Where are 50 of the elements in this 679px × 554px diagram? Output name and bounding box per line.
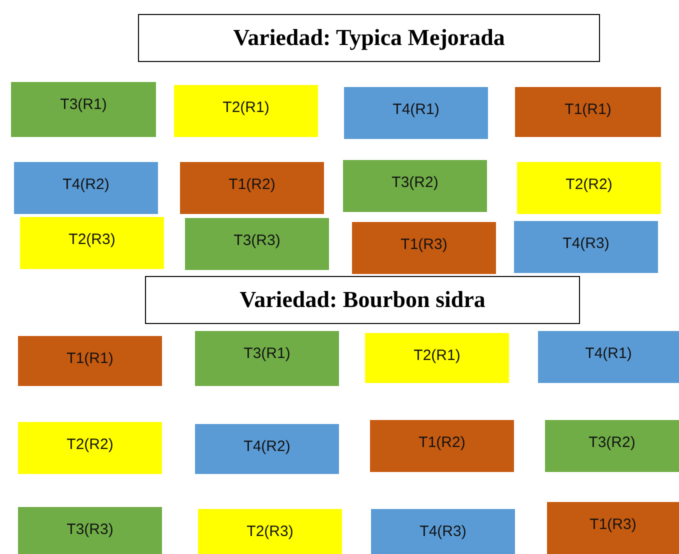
plot-label: T4(R2) (62, 176, 110, 193)
plot-label: T1(R1) (564, 101, 612, 118)
plot-box (195, 331, 339, 386)
plot-box (11, 82, 156, 137)
plot-box (174, 85, 318, 137)
plot-box (14, 162, 158, 214)
plot-label: T4(R1) (392, 101, 440, 118)
plot-label: T3(R2) (588, 434, 636, 451)
plot-label: T3(R1) (244, 345, 290, 362)
plot-label: T3(R3) (66, 521, 114, 538)
plot-label: T1(R3) (400, 236, 448, 253)
plot-box (344, 87, 488, 139)
plot-label: T4(R2) (244, 438, 290, 455)
plot-label: T1(R3) (590, 516, 636, 533)
plot-label: T1(R2) (418, 434, 466, 451)
plot-box (538, 331, 679, 383)
plot-label: T1(R1) (66, 350, 114, 367)
plot-label: T2(R2) (66, 436, 114, 453)
plot-box (371, 509, 515, 554)
plot-box (365, 333, 509, 383)
plot-box (18, 422, 162, 474)
plot-box (352, 222, 496, 274)
plot-box (545, 420, 679, 472)
plot-box (180, 162, 324, 214)
plot-box (515, 87, 661, 137)
plot-label: T3(R3) (234, 232, 280, 249)
plot-label: T2(R3) (246, 523, 294, 540)
plot-label: T2(R1) (222, 99, 270, 116)
plot-box (18, 507, 162, 554)
plot-label: T2(R3) (68, 231, 116, 248)
plot-box (514, 221, 658, 273)
plot-label: T4(R3) (420, 523, 466, 540)
plot-label: T4(R3) (562, 235, 610, 252)
plot-box (343, 160, 487, 212)
plot-box (18, 336, 162, 386)
plot-box (198, 509, 342, 554)
plot-box (185, 218, 329, 270)
plot-label: T2(R1) (414, 347, 460, 364)
plot-label: T4(R1) (585, 345, 632, 362)
plot-box (370, 420, 514, 472)
plot-label: T3(R2) (392, 174, 438, 191)
plot-box (195, 424, 339, 474)
heading-box: Variedad: Typica Mejorada (138, 14, 600, 62)
plot-box (547, 502, 679, 554)
plot-box (517, 162, 661, 214)
heading-box: Variedad: Bourbon sidra (145, 276, 580, 324)
plot-label: T3(R1) (60, 96, 107, 113)
plot-box (20, 217, 164, 269)
plot-label: T1(R2) (228, 176, 276, 193)
plot-label: T2(R2) (566, 176, 612, 193)
